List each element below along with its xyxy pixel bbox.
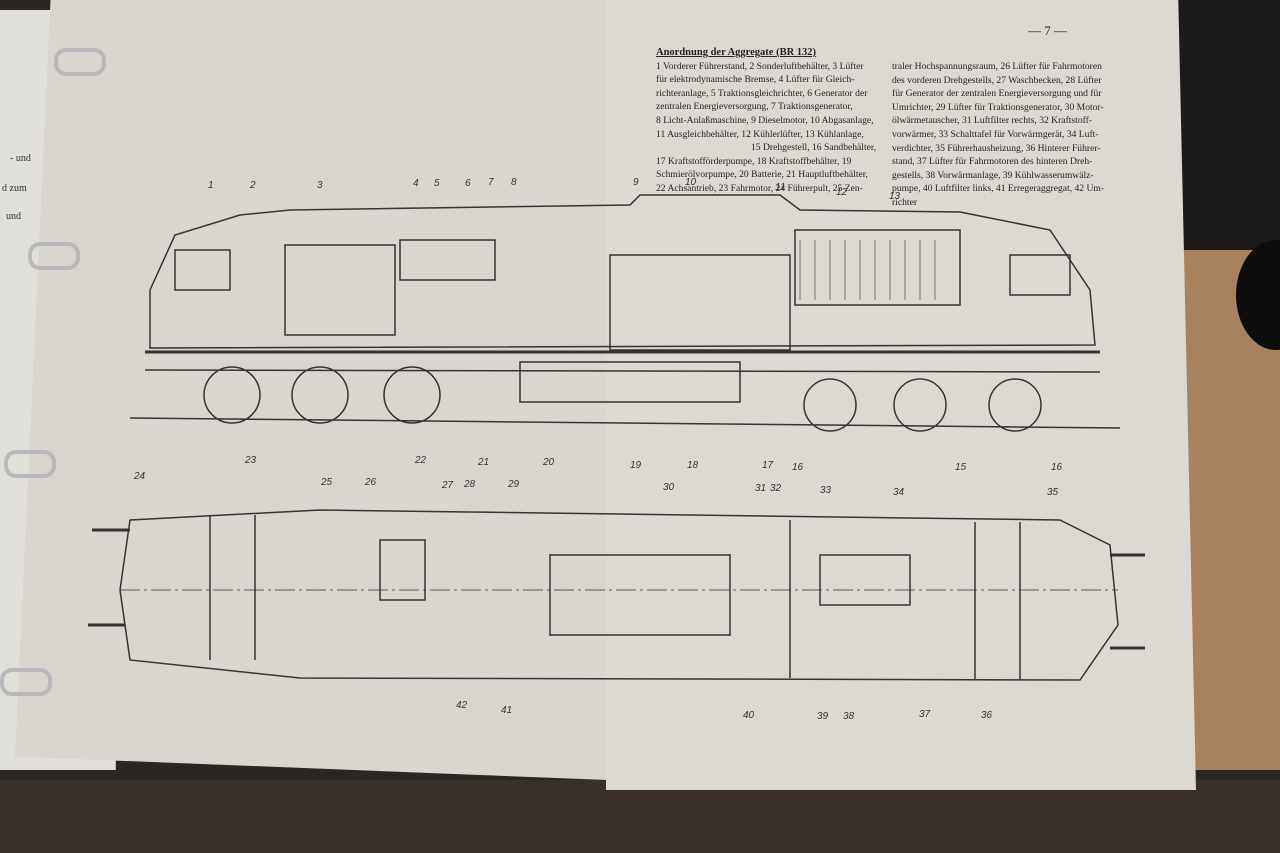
caption-line: 22 Achsantrieb, 23 Fahrmotor, 24 Führerp… — [656, 182, 863, 194]
part-label: 20 — [543, 457, 555, 468]
part-label: 34 — [893, 487, 905, 498]
caption-column-1: Anordnung der Aggregate (BR 132) 1 Vorde… — [656, 46, 876, 196]
caption-line: richter — [892, 196, 918, 208]
part-label: 16 — [792, 462, 804, 473]
part-label: 42 — [456, 700, 468, 711]
left-page-line: - und — [10, 153, 31, 164]
part-label: 9 — [633, 177, 639, 188]
caption-line: Schmierölvorpumpe, 20 Batterie, 21 Haupt… — [656, 169, 868, 181]
caption-line: vorwärmer, 33 Schalttafel für Vorwärmger… — [892, 128, 1099, 140]
part-label: 32 — [770, 483, 782, 494]
caption-line: Umrichter, 29 Lüfter für Traktionsgenera… — [892, 101, 1104, 113]
part-label: 18 — [687, 460, 699, 471]
plan-view — [88, 509, 1145, 681]
part-label: 35 — [1047, 487, 1059, 498]
part-label: 11 — [775, 182, 786, 193]
part-label: 22 — [415, 455, 427, 466]
part-label: 38 — [843, 711, 855, 722]
caption-line: traler Hochspannungsraum, 26 Lüfter für … — [892, 61, 1102, 72]
part-label: 8 — [511, 177, 517, 188]
side-view — [129, 194, 1121, 432]
part-label: 6 — [465, 178, 471, 189]
binder-ring — [28, 242, 80, 270]
caption-line: 1 Vorderer Führerstand, 2 Sonderluftbehä… — [656, 60, 864, 72]
caption-line: 8 Licht-Anlaßmaschine, 9 Dieselmotor, 10… — [656, 114, 874, 126]
part-label: 27 — [442, 480, 454, 491]
part-label: 29 — [508, 479, 520, 490]
part-label: 31 — [755, 483, 767, 494]
part-label: 17 — [762, 460, 774, 471]
part-label: 1 — [208, 180, 214, 191]
caption-line: zentralen Energieversorgung, 7 Traktions… — [656, 101, 853, 113]
part-label: 28 — [464, 479, 476, 490]
binder-ring — [4, 450, 56, 478]
left-page-line: und — [6, 211, 21, 222]
part-label: 39 — [817, 711, 829, 722]
part-label: 7 — [488, 177, 494, 188]
part-label: 5 — [434, 178, 440, 189]
right-spread-page — [606, 0, 1196, 790]
caption-line: 11 Ausgleichbehälter, 12 Kühlerlüfter, 1… — [656, 128, 864, 140]
binder-ring — [54, 48, 106, 76]
caption-column-2: traler Hochspannungsraum, 26 Lüfter für … — [892, 60, 1104, 210]
caption-line: verdichter, 35 Führerhausheizung, 36 Hin… — [892, 142, 1101, 154]
part-label: 16 — [1051, 462, 1063, 473]
part-label: 21 — [478, 457, 490, 468]
caption-title: Anordnung der Aggregate (BR 132) — [656, 47, 817, 58]
part-label: 3 — [317, 180, 323, 191]
caption-line: des vorderen Drehgestells, 27 Waschbecke… — [892, 74, 1102, 86]
part-label: 13 — [889, 191, 901, 202]
part-label: 40 — [743, 710, 755, 721]
binder-ring — [0, 668, 52, 696]
caption-line: gestells, 38 Vorwärmanlage, 39 Kühlwasse… — [892, 169, 1094, 181]
left-spread-page — [15, 0, 607, 780]
page-number: — 7 — — [1028, 23, 1067, 38]
part-label: 15 — [955, 462, 967, 473]
caption-line: für Generator der zentralen Energieverso… — [892, 88, 1102, 100]
floor — [0, 780, 1280, 853]
caption-line: pumpe, 40 Luftfilter links, 41 Erregerag… — [892, 183, 1105, 195]
caption-line: stand, 37 Lüfter für Fahrmotoren des hin… — [892, 156, 1093, 168]
part-label: 4 — [413, 178, 419, 189]
part-label: 24 — [134, 471, 146, 482]
part-label: 30 — [663, 482, 675, 493]
caption-line: richteranlage, 5 Traktionsgleichrichter,… — [656, 87, 868, 99]
caption-line: 15 Drehgestell, 16 Sandbehälter, — [751, 142, 877, 154]
part-label: 10 — [685, 177, 697, 188]
left-page-line: d zum — [2, 183, 27, 194]
caption-line: für elektrodynamische Bremse, 4 Lüfter f… — [656, 74, 855, 86]
caption-line: ölwärmetauscher, 31 Luftfilter rechts, 3… — [892, 115, 1093, 127]
part-label: 26 — [365, 477, 377, 488]
part-label: 2 — [250, 180, 256, 191]
part-label: 33 — [820, 485, 832, 496]
part-label: 25 — [321, 477, 333, 488]
part-label: 36 — [981, 710, 993, 721]
part-label: 23 — [245, 455, 257, 466]
caption-line: 17 Kraftstofförderpumpe, 18 Kraftstoffbe… — [656, 155, 852, 167]
part-label: 41 — [501, 705, 513, 716]
part-label: 19 — [630, 460, 642, 471]
part-label: 37 — [919, 709, 931, 720]
part-label: 12 — [836, 187, 848, 198]
